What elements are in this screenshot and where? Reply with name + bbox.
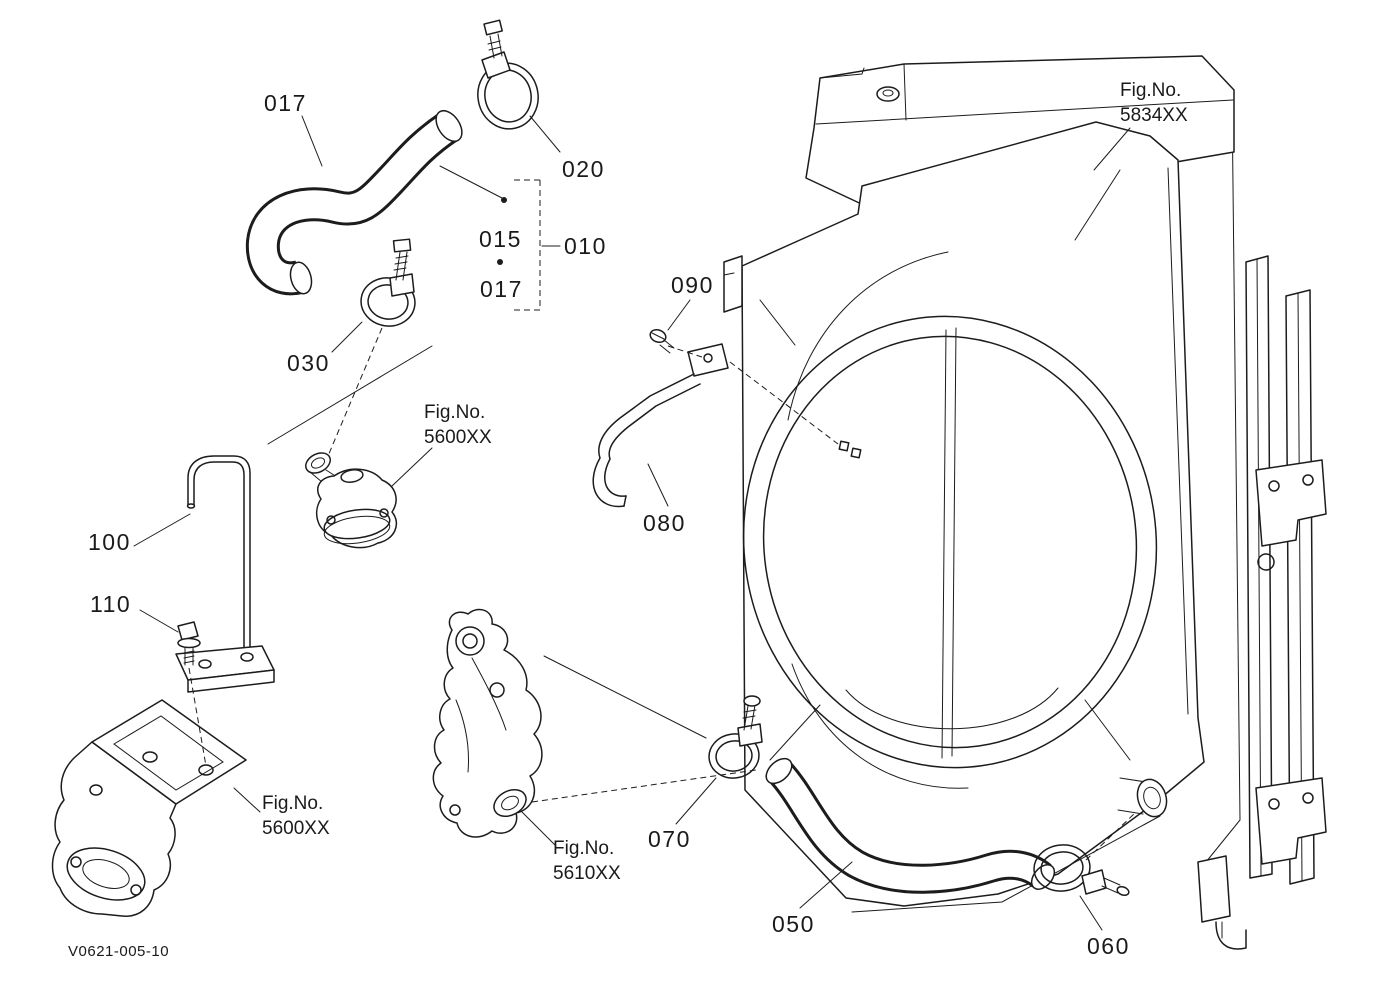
screw-090 [649,328,675,354]
stay-bracket-080 [592,343,729,508]
callout-017-lower: 017 [480,276,523,302]
hose-clamp-020 [477,19,539,130]
figref-water-flange: Fig.No. 5600XX [262,791,330,841]
callout-030: 030 [287,350,330,376]
radiator-assembly [723,55,1327,950]
callout-090: 090 [671,272,714,298]
figref-radiator: Fig.No. 5834XX [1120,78,1188,128]
callout-017-upper: 017 [264,90,307,116]
figref-water-flange-prefix: Fig.No. [262,793,324,814]
figref-thermostat: Fig.No. 5600XX [424,400,492,450]
figref-water-pump-number: 5610XX [553,863,621,885]
callout-080: 080 [643,510,686,536]
callout-050: 050 [772,911,815,937]
thermostat-assembly [305,452,398,549]
figref-radiator-number: 5834XX [1120,105,1188,127]
callout-010: 010 [564,233,607,259]
callout-070: 070 [648,826,691,852]
figref-thermostat-prefix: Fig.No. [424,402,486,423]
hose-clamp-060 [1033,844,1130,897]
callout-020: 020 [562,156,605,182]
water-pump-casting [432,608,543,838]
water-flange-housing [51,699,247,917]
figref-water-pump: Fig.No. 5610XX [553,836,621,886]
callout-060: 060 [1087,933,1130,959]
callout-015: 015 [479,226,522,252]
leader-lines [133,115,1137,931]
hose-clamp-030 [360,238,416,327]
upper-hose [245,109,463,296]
figref-radiator-prefix: Fig.No. [1120,80,1182,101]
callout-110: 110 [90,591,132,617]
figref-water-pump-prefix: Fig.No. [553,838,615,859]
figref-water-flange-number: 5600XX [262,818,330,840]
pipe-stay-100 [175,455,275,693]
callout-100: 100 [88,529,131,555]
bolt-110 [177,621,201,666]
drawing-number: V0621-005-10 [68,943,170,960]
figref-thermostat-number: 5600XX [424,427,492,449]
hose-clamp-070 [708,695,763,779]
